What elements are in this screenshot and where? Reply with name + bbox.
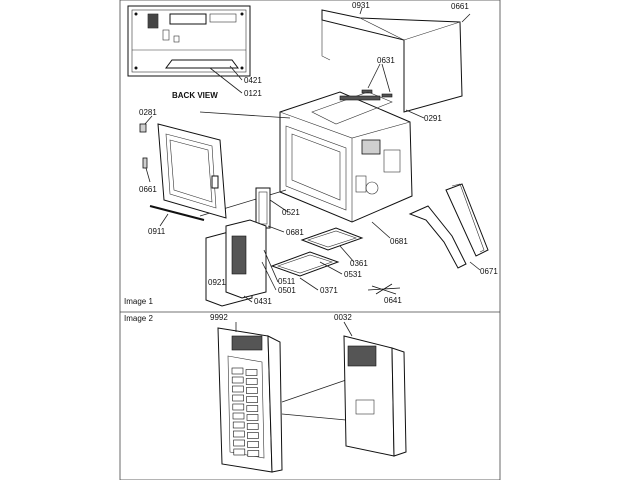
label-0281: 0281 bbox=[139, 108, 157, 117]
control-panel-0431 bbox=[205, 219, 267, 307]
keypad-key bbox=[246, 405, 259, 412]
keypad-key bbox=[247, 450, 260, 457]
label-0291: 0291 bbox=[424, 114, 442, 123]
label-0671: 0671 bbox=[480, 267, 498, 276]
label-0361: 0361 bbox=[350, 259, 368, 268]
keypad-key bbox=[232, 412, 245, 420]
image1-label: Image 1 bbox=[124, 297, 153, 306]
bracket-0521 bbox=[255, 187, 271, 229]
keypad-key bbox=[245, 378, 258, 385]
label-0641: 0641 bbox=[384, 296, 402, 305]
screws-0631 bbox=[361, 63, 393, 98]
door-assembly bbox=[157, 123, 227, 219]
harness-0641 bbox=[367, 283, 401, 295]
control-board-0032 bbox=[343, 335, 407, 457]
label-0421: 0421 bbox=[244, 76, 262, 85]
label-0521: 0521 bbox=[282, 208, 300, 217]
panel-frame bbox=[119, 0, 501, 480]
label-0681-b: 0681 bbox=[390, 237, 408, 246]
label-0121: 0121 bbox=[244, 89, 262, 98]
keypad-key bbox=[232, 403, 245, 411]
keypad-key bbox=[245, 369, 258, 376]
label-0681-a: 0681 bbox=[286, 228, 304, 237]
label-0431: 0431 bbox=[254, 297, 272, 306]
label-0911: 0911 bbox=[148, 227, 166, 236]
keypad-key bbox=[246, 396, 258, 403]
tray-0531 bbox=[270, 251, 340, 277]
keypad-key bbox=[247, 432, 259, 439]
keypad-key bbox=[246, 387, 258, 394]
label-0661-left: 0661 bbox=[139, 185, 157, 194]
label-0501: 0501 bbox=[278, 286, 296, 295]
keypad-key bbox=[232, 394, 244, 402]
gasket-0671 bbox=[408, 183, 489, 269]
label-0631: 0631 bbox=[377, 56, 395, 65]
keypad-key bbox=[232, 385, 244, 393]
keypad-key bbox=[231, 367, 244, 375]
choke-bar-0911 bbox=[149, 205, 205, 221]
main-chassis bbox=[279, 91, 413, 223]
keypad-key bbox=[233, 448, 246, 456]
label-0921: 0921 bbox=[208, 278, 226, 287]
keypad-key bbox=[232, 421, 245, 429]
keypad-key bbox=[246, 414, 259, 421]
keypad-grid bbox=[231, 367, 260, 457]
label-9992: 9992 bbox=[210, 313, 228, 322]
label-0661-top: 0661 bbox=[451, 2, 469, 11]
keypad-key bbox=[247, 441, 259, 448]
tray-0361 bbox=[300, 227, 364, 251]
keypad-key bbox=[246, 423, 259, 430]
label-0511: 0511 bbox=[278, 277, 296, 286]
outer-cabinet bbox=[321, 9, 463, 113]
label-0032: 0032 bbox=[334, 313, 352, 322]
label-0931: 0931 bbox=[352, 1, 370, 10]
back-view-label: BACK VIEW bbox=[172, 91, 218, 100]
control-panel-9992 bbox=[217, 327, 283, 473]
label-0531: 0531 bbox=[344, 270, 362, 279]
keypad-key bbox=[231, 376, 244, 384]
keypad-key bbox=[233, 430, 245, 438]
back-view-panel bbox=[127, 5, 251, 77]
image2-label: Image 2 bbox=[124, 314, 153, 323]
label-0371: 0371 bbox=[320, 286, 338, 295]
keypad-key bbox=[233, 439, 245, 447]
